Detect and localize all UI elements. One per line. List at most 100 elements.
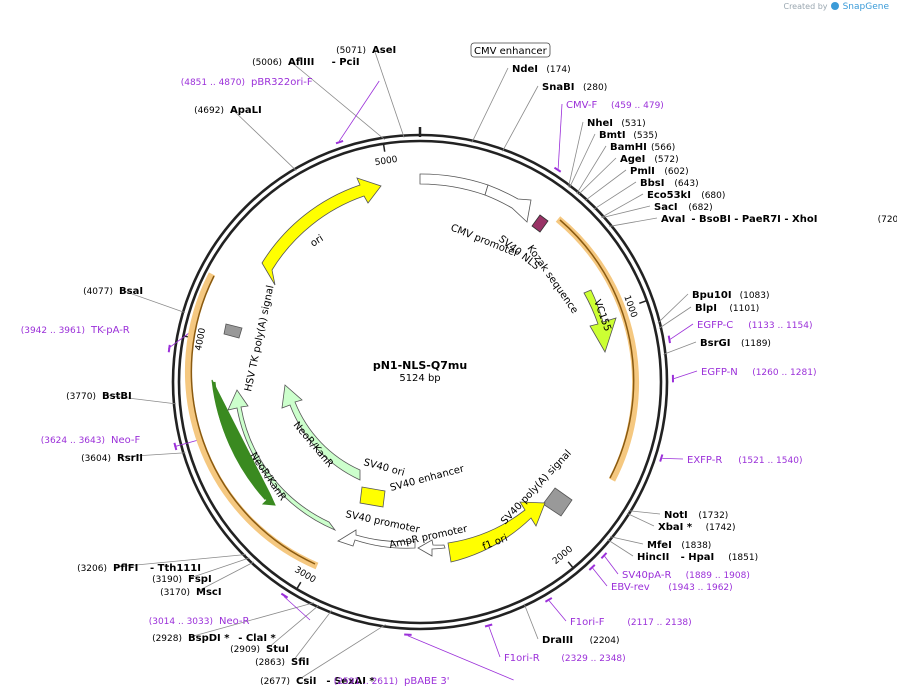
- primer-leader-line: [283, 596, 311, 621]
- enzyme-position: (2909): [230, 645, 260, 655]
- enzyme-site: Bpu10I(1083): [692, 290, 770, 301]
- primer-site: F1ori-F(2117 .. 2138): [570, 617, 692, 628]
- enzyme-leader-line: [103, 394, 177, 405]
- credit-brand: SnapGene: [842, 2, 889, 12]
- hsv-tk-polya-block: [223, 323, 243, 339]
- enzyme-position: (602): [664, 167, 688, 177]
- enzyme-leader-line: [118, 452, 186, 458]
- neor-kanr-outer-arrow: [227, 389, 337, 531]
- enzyme-site: ApaLI(4692): [194, 105, 262, 116]
- primer-site: (3014 .. 3033)Neo-R: [149, 616, 250, 627]
- enzyme-position: (280): [583, 83, 607, 93]
- primer-site: EBV-rev(1943 .. 1962): [611, 582, 733, 593]
- enzyme-name-alias: - HpaI: [681, 552, 715, 563]
- enzyme-site: StuI(2909): [230, 644, 289, 655]
- enzyme-leader-line: [189, 557, 250, 579]
- enzyme-leader-line: [292, 610, 332, 662]
- enzyme-position: (720): [878, 215, 897, 225]
- enzyme-leader-line: [663, 341, 697, 355]
- primer-leader-line: [488, 626, 501, 658]
- ampr-promoter-arrow: [417, 539, 446, 557]
- primer-name: CMV-F: [566, 100, 597, 111]
- sv40-ori-block: [359, 486, 386, 508]
- credit-prefix: Created by: [783, 2, 828, 11]
- tick-mark-3000: [296, 581, 302, 589]
- enzyme-leader-line: [601, 193, 644, 218]
- tick-mark-2000: [567, 561, 574, 568]
- tick-label-2000: 2000: [551, 544, 575, 566]
- enzyme-site: BsaI (4077): [83, 286, 143, 297]
- primer-name: TK-pA-R: [90, 325, 130, 336]
- enzyme-name: NotI: [664, 510, 688, 521]
- enzyme-position: (3770): [66, 392, 96, 402]
- orf-line-2: [190, 275, 316, 565]
- primer-range: (3942 .. 3961): [21, 326, 85, 336]
- enzyme-position: (1189): [741, 339, 771, 349]
- enzyme-leader-line: [523, 603, 539, 640]
- orf-highlight-2: [185, 272, 319, 570]
- enzyme-leader-line: [569, 133, 596, 189]
- enzyme-site: BbsI(643): [640, 178, 699, 189]
- tick-label-4000: 4000: [194, 327, 208, 352]
- enzyme-position: (4077): [83, 287, 113, 297]
- enzyme-leader-line: [120, 289, 186, 314]
- enzyme-name-alias: - PciI: [332, 57, 360, 68]
- primer-binding-mark: [588, 564, 596, 571]
- enzyme-site: HincII- HpaI(1851): [637, 552, 758, 563]
- enzyme-name: SacI: [654, 202, 678, 213]
- enzyme-name: BsaI: [119, 286, 143, 297]
- primer-binding-mark: [280, 592, 289, 599]
- enzyme-site: BspDI *- ClaI *(2928): [152, 633, 276, 644]
- enzyme-position: (5006): [252, 58, 282, 68]
- enzyme-site: MscI(3170): [160, 587, 222, 598]
- site-labels: AseI(5071)AflIII- PciI(5006)ApaLI(4692)N…: [21, 45, 897, 687]
- primer-range: (1133 .. 1154): [748, 321, 812, 331]
- cmv-enhancer-box: [470, 42, 551, 58]
- enzyme-site: RsrII(3604): [81, 453, 143, 464]
- enzyme-name: BspDI *: [188, 633, 230, 644]
- enzyme-leader-line: [576, 145, 607, 194]
- primer-leader-line: [548, 600, 567, 622]
- enzyme-position: (1732): [698, 511, 728, 521]
- enzyme-position: (2928): [152, 634, 182, 644]
- enzyme-position: (680): [701, 191, 725, 201]
- enzyme-leader-line: [502, 85, 539, 152]
- enzyme-site: FspI(3190): [152, 574, 212, 585]
- primer-name: Neo-R: [219, 616, 250, 627]
- enzyme-name: AvaI: [661, 214, 685, 225]
- enzyme-name-alias: - Tth111I: [150, 563, 201, 574]
- enzyme-site: NotI (1732): [664, 510, 728, 521]
- enzyme-name: MscI: [196, 587, 222, 598]
- primer-range: (1260 .. 1281): [752, 368, 816, 378]
- enzyme-position: (566): [651, 143, 675, 153]
- enzyme-name-alias: - BsoBI - PaeR7I - XhoI: [691, 214, 817, 225]
- primer-leader-line: [592, 567, 608, 587]
- enzyme-leader-line: [609, 536, 644, 545]
- enzyme-leader-line: [607, 539, 634, 557]
- tick-mark-5000: [382, 144, 386, 152]
- enzyme-leader-line: [584, 169, 627, 202]
- f1-ori-arrow: [447, 501, 546, 563]
- enzyme-site: Eco53kI(680): [647, 190, 725, 201]
- primer-range: (1889 .. 1908): [686, 571, 750, 581]
- primer-leader-line: [557, 103, 563, 169]
- enzyme-leader-line: [297, 624, 386, 681]
- enzyme-leader-line: [373, 48, 405, 138]
- enzyme-name: XbaI *: [658, 522, 693, 533]
- enzyme-position: (1838): [681, 541, 711, 551]
- primer-leader-line: [673, 370, 698, 379]
- feature-hsv-tk-polya: HSV TK poly(A) signal: [243, 284, 276, 392]
- primer-site: EGFP-C(1133 .. 1154): [697, 320, 812, 331]
- cmv-promoter-arrow: [484, 184, 532, 223]
- enzyme-site: SfiI(2863): [255, 657, 309, 668]
- enzyme-position: (1742): [706, 523, 736, 533]
- primer-binding-mark: [167, 344, 171, 353]
- enzyme-name: BlpI: [695, 303, 717, 314]
- primer-leader-line: [662, 457, 684, 460]
- primer-binding-mark: [553, 166, 562, 173]
- enzyme-leader-line: [471, 67, 509, 143]
- primer-name: pBABE 3': [404, 676, 450, 687]
- tick-mark-1000: [639, 300, 647, 305]
- enzyme-site: BstBI(3770): [66, 391, 132, 402]
- backbone-inner: [177, 139, 663, 625]
